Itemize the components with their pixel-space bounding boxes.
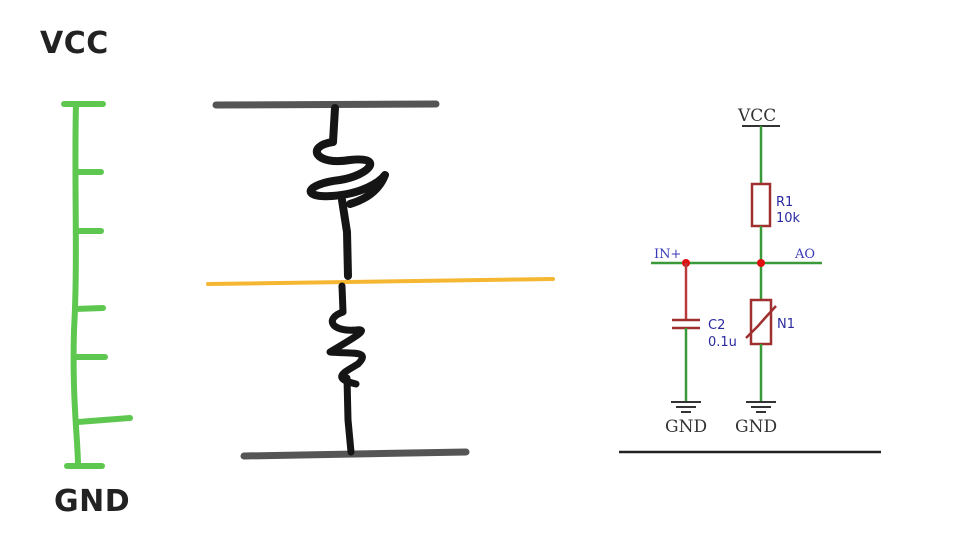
ao-net-label: AO <box>794 247 815 262</box>
ground-symbol <box>746 401 776 413</box>
gnd-right-label: GND <box>735 417 777 437</box>
ladder-tick <box>75 415 133 425</box>
vcc-label: VCC <box>40 26 109 61</box>
ladder-tick <box>72 305 106 312</box>
gnd-left-label: GND <box>665 417 707 437</box>
voltage-ladder <box>61 101 133 469</box>
junction-dot <box>757 259 765 267</box>
n1-slash <box>745 305 777 339</box>
r1-resistor <box>750 182 772 228</box>
schematic: VCC R1 10k IN+ AO C2 0.1u N1 <box>619 106 881 454</box>
c2-name: C2 <box>708 318 725 333</box>
n1-name: N1 <box>777 317 795 332</box>
hand-drawn-divider <box>206 100 555 460</box>
bottom-rail <box>240 448 470 460</box>
in-net-label: IN+ <box>654 247 681 262</box>
ground-symbol <box>671 401 701 413</box>
upper-resistor <box>306 104 389 280</box>
ladder-spine <box>70 101 81 469</box>
c2-value: 0.1u <box>708 335 737 350</box>
gnd-label: GND <box>54 484 131 519</box>
top-rail <box>212 100 440 109</box>
lower-resistor <box>326 282 366 456</box>
midpoint-line <box>206 277 555 286</box>
r1-name: R1 <box>776 195 793 210</box>
r1-value: 10k <box>776 211 801 226</box>
schematic-vcc-label: VCC <box>737 106 776 126</box>
